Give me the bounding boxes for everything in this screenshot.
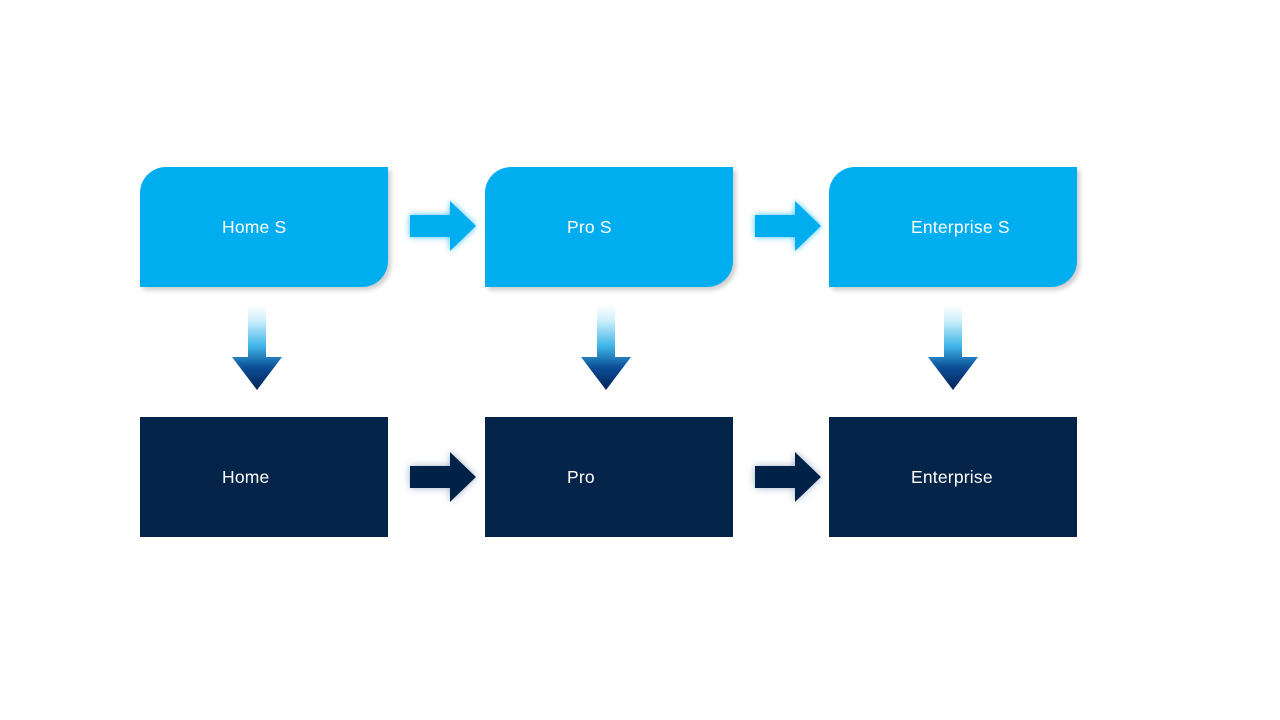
node-enterprise[interactable]: Enterprise [829,417,1077,537]
arrow-right-icon-pro-s-to-enterprise-s [751,198,825,254]
arrow-down-icon-enterprise-s-to-enterprise [925,305,981,393]
arrow-right-icon-home-s-to-pro-s [406,198,480,254]
node-label: Enterprise [911,466,993,487]
arrow-down-icon-pro-s-to-pro [578,305,634,393]
arrow-right-icon-home-to-pro [406,449,480,505]
node-label: Pro S [567,216,612,237]
node-pro[interactable]: Pro [485,417,733,537]
node-home[interactable]: Home [140,417,388,537]
node-label: Enterprise S [911,216,1010,237]
node-label: Pro [567,466,595,487]
node-label: Home [222,466,270,487]
arrow-right-icon-pro-to-enterprise [751,449,825,505]
node-label: Home S [222,216,287,237]
node-pro-s[interactable]: Pro S [485,167,733,287]
arrow-down-icon-home-s-to-home [229,305,285,393]
node-enterprise-s[interactable]: Enterprise S [829,167,1077,287]
node-home-s[interactable]: Home S [140,167,388,287]
